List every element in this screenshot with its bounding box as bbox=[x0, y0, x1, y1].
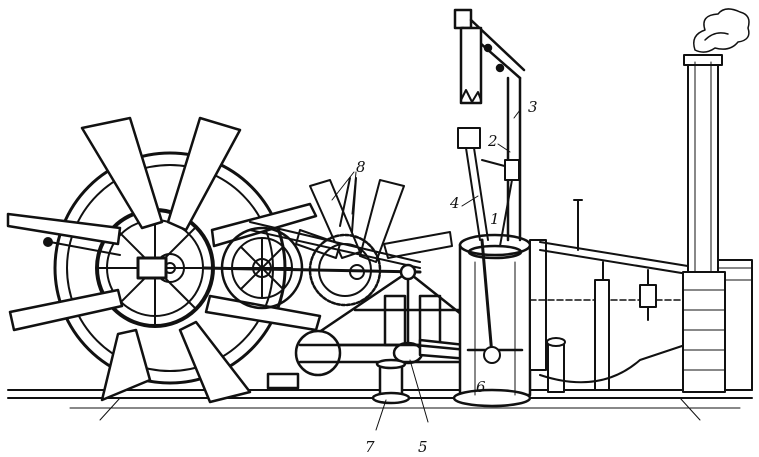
label-8: 8 bbox=[356, 158, 366, 176]
gantry-frame bbox=[453, 8, 526, 242]
valve-gear bbox=[457, 127, 520, 364]
a-frame bbox=[298, 263, 502, 347]
label-2: 2 bbox=[487, 132, 498, 150]
label-4: 4 bbox=[449, 194, 460, 212]
gauge bbox=[639, 269, 657, 321]
rear-paddle-wheel bbox=[295, 179, 453, 263]
valve-chest bbox=[529, 199, 701, 393]
label-leaders bbox=[331, 109, 521, 431]
smoke bbox=[693, 8, 750, 53]
label-7: 7 bbox=[365, 438, 375, 456]
chimney bbox=[682, 54, 726, 393]
label-6: 6 bbox=[476, 378, 486, 396]
label-1: 1 bbox=[490, 210, 500, 228]
steam-cylinder bbox=[452, 233, 532, 408]
connecting-rods bbox=[249, 177, 421, 269]
base-column bbox=[266, 358, 411, 405]
label-3: 3 bbox=[528, 98, 538, 116]
label-5: 5 bbox=[418, 438, 428, 456]
gear-train bbox=[202, 226, 422, 310]
